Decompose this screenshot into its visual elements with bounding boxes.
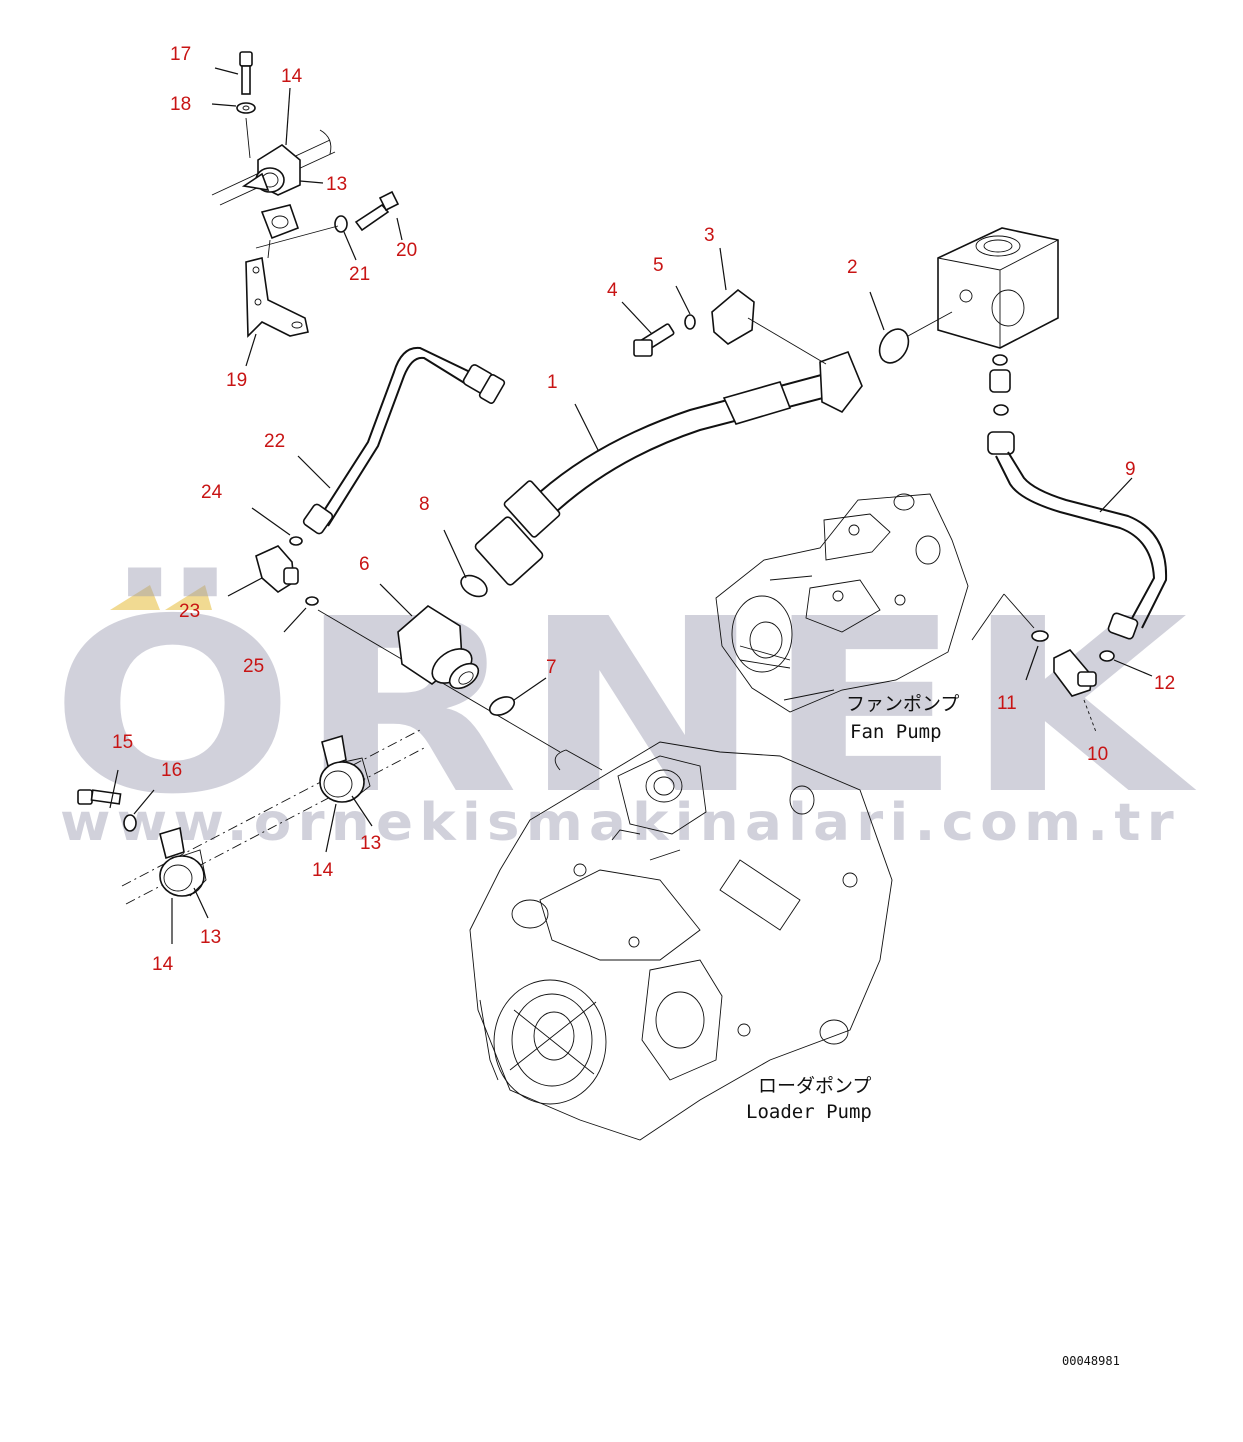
callout-14-top: 14	[281, 66, 303, 87]
fan-pump-outline	[715, 493, 969, 713]
pressure-switch-assembly	[971, 593, 1153, 733]
watermark-accent-right	[165, 585, 212, 610]
callout-24: 24	[201, 482, 223, 503]
callout-5: 5	[653, 255, 664, 276]
drawing-number: 00048981	[1062, 1354, 1120, 1368]
callout-7: 7	[546, 657, 557, 678]
callout-15: 15	[112, 732, 133, 753]
callout-10: 10	[1087, 744, 1108, 765]
callout-14-middle: 14	[312, 860, 334, 881]
watermark-url: www.ornekismakinalari.com.tr	[60, 793, 1180, 853]
callout-25: 25	[243, 656, 264, 677]
callout-12: 12	[1154, 673, 1175, 694]
loader-pump-label-en: Loader Pump	[746, 1101, 872, 1123]
watermark-brand: ÖRNEK	[50, 566, 1197, 847]
callout-21: 21	[349, 264, 370, 285]
lower-clamp-assembly	[77, 729, 425, 944]
callout-1: 1	[547, 372, 558, 393]
loader-pump-outline	[469, 741, 893, 1141]
callout-19: 19	[226, 370, 247, 391]
hose-22-assembly	[227, 346, 561, 753]
fitting-6-assembly	[379, 529, 547, 716]
fan-pump-label-en: Fan Pump	[850, 721, 942, 743]
valve-block-assembly	[869, 227, 1168, 640]
callout-numbers: 1 2 3 4 5 6 7 8 9 10 11 12 13 13 13 14 1…	[112, 44, 1175, 975]
callout-23: 23	[179, 601, 200, 622]
callout-16: 16	[161, 760, 182, 781]
callout-22: 22	[264, 431, 285, 452]
callout-17: 17	[170, 44, 191, 65]
hose-1-assembly	[474, 247, 863, 586]
fan-pump-label-jp: ファンポンプ	[846, 693, 959, 715]
callout-9: 9	[1125, 459, 1136, 480]
callout-13-left: 13	[200, 927, 221, 948]
callout-11: 11	[997, 693, 1017, 714]
top-clamp-assembly	[211, 51, 403, 367]
watermark: ÖRNEK www.ornekismakinalari.com.tr	[50, 566, 1197, 853]
loader-pump-label-jp: ローダポンプ	[758, 1075, 871, 1097]
callout-2: 2	[847, 257, 858, 278]
callout-13-top: 13	[326, 174, 347, 195]
callout-13-middle: 13	[360, 833, 381, 854]
callout-4: 4	[607, 280, 618, 301]
callout-18: 18	[170, 94, 191, 115]
callout-20: 20	[396, 240, 417, 261]
callout-14-left: 14	[152, 954, 174, 975]
callout-3: 3	[704, 225, 715, 246]
watermark-accent-left	[110, 585, 160, 610]
callout-8: 8	[419, 494, 430, 515]
callout-6: 6	[359, 554, 370, 575]
